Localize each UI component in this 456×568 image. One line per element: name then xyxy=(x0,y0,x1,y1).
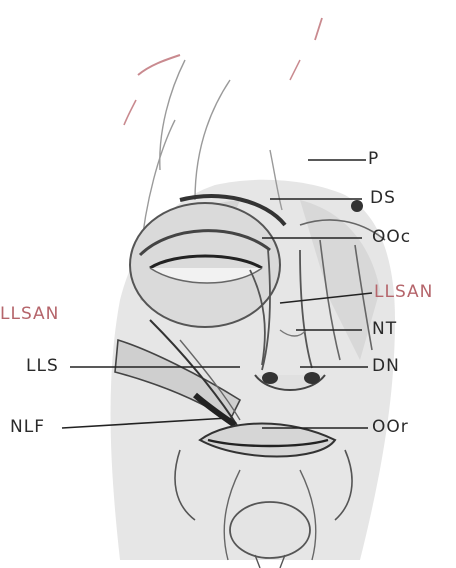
label-llsan-right: LLSAN xyxy=(374,284,433,301)
label-dn: DN xyxy=(372,358,400,375)
label-oor: OOr xyxy=(372,419,409,436)
label-lls: LLS xyxy=(26,358,59,375)
label-nt: NT xyxy=(372,321,397,338)
label-ds: DS xyxy=(370,190,396,207)
label-llsan-left: LLSAN xyxy=(0,306,59,323)
label-nlf: NLF xyxy=(10,419,45,436)
label-p: P xyxy=(368,151,379,168)
label-ooc: OOc xyxy=(372,229,411,246)
